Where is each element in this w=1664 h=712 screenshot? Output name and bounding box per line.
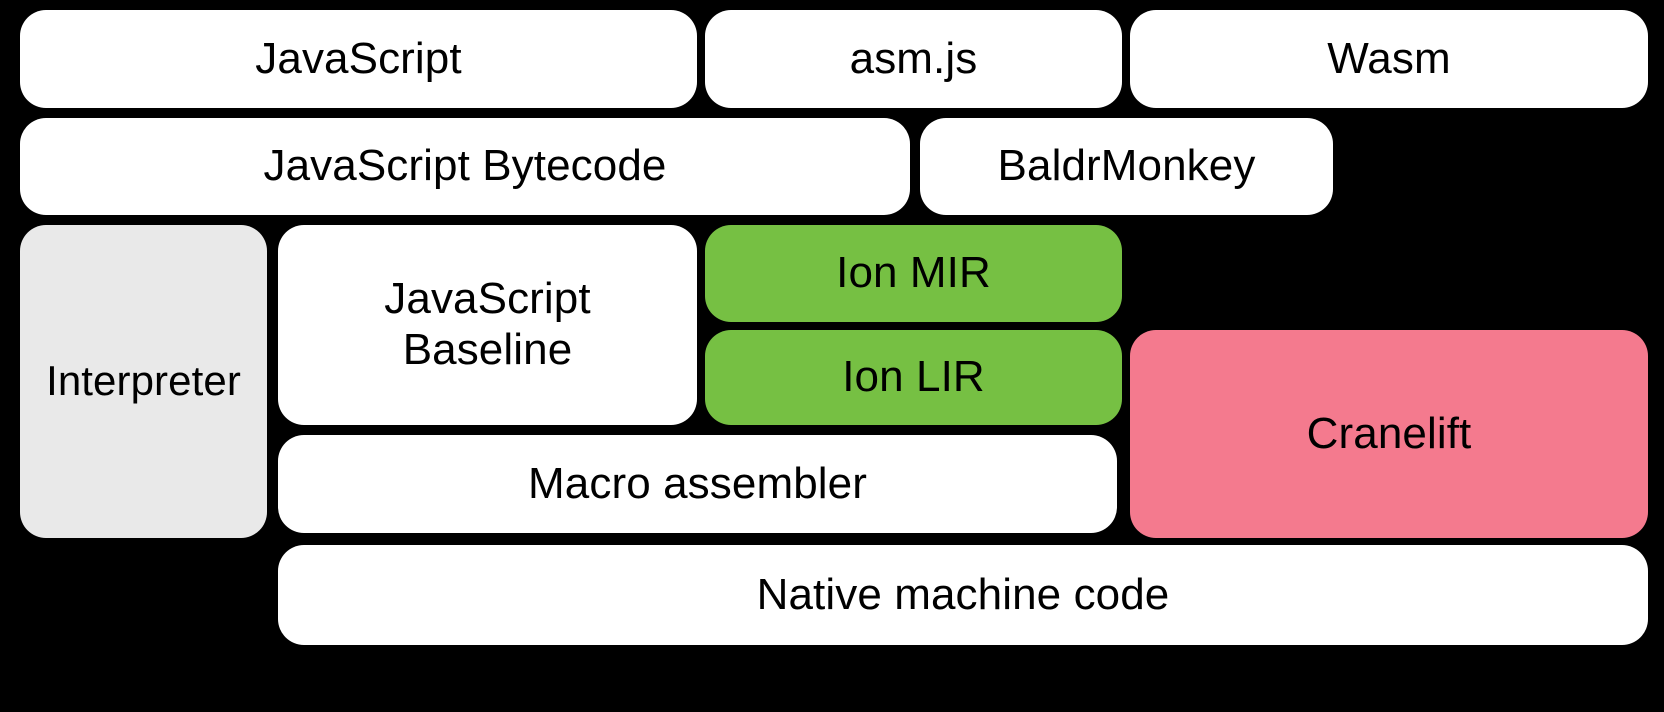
node-wasm[interactable]: Wasm [1130, 10, 1648, 108]
node-native-machine-code[interactable]: Native machine code [278, 545, 1648, 645]
node-interpreter[interactable]: Interpreter [20, 225, 267, 538]
node-javascript-baseline[interactable]: JavaScript Baseline [278, 225, 697, 425]
node-ion-mir[interactable]: Ion MIR [705, 225, 1122, 322]
node-macro-assembler[interactable]: Macro assembler [278, 435, 1117, 533]
node-javascript[interactable]: JavaScript [20, 10, 697, 108]
node-ion-lir[interactable]: Ion LIR [705, 330, 1122, 425]
node-baldrmonkey[interactable]: BaldrMonkey [920, 118, 1333, 215]
node-asmjs[interactable]: asm.js [705, 10, 1122, 108]
node-javascript-bytecode[interactable]: JavaScript Bytecode [20, 118, 910, 215]
node-cranelift[interactable]: Cranelift [1130, 330, 1648, 538]
